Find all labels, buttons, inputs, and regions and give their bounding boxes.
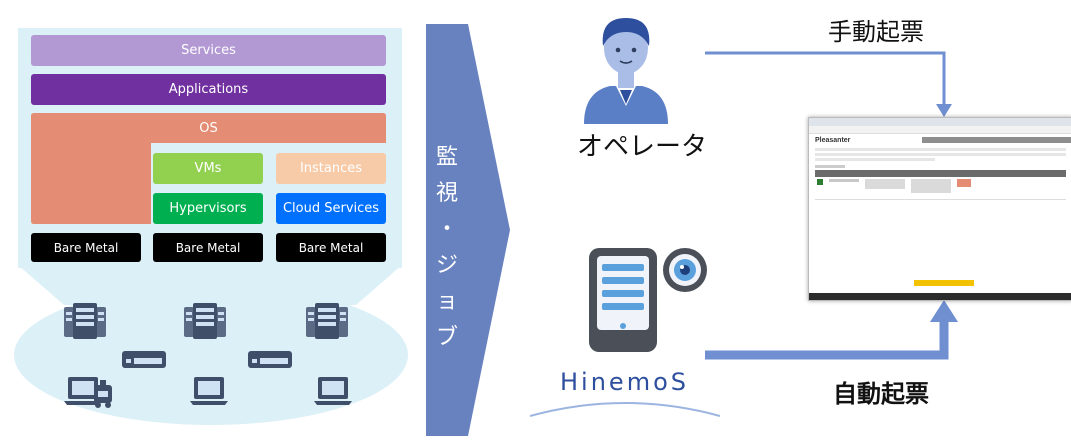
hinemos-server-icon <box>589 248 707 352</box>
hypervisors-layer: Hypervisors <box>153 193 263 224</box>
chevron-char: 視 <box>435 181 458 206</box>
cloud-services-layer: Cloud Services <box>276 193 386 224</box>
bare-metal-3: Bare Metal <box>276 233 386 262</box>
hinemos-logo: HinemoS <box>560 368 689 396</box>
chevron-char: ブ <box>435 325 458 350</box>
app-header: Pleasanter <box>809 134 1071 146</box>
chevron-char: ・ <box>435 217 458 242</box>
app-name: Pleasanter <box>815 136 851 144</box>
chevron-char: ジ <box>435 253 458 278</box>
os-label: OS <box>199 120 218 136</box>
monitoring-job-label: 監 視 ・ ジ ョ ブ <box>431 140 463 356</box>
grid-row <box>815 177 1066 200</box>
applications-layer: Applications <box>31 74 386 105</box>
services-layer: Services <box>31 35 386 66</box>
hinemos-logo-swoosh <box>530 402 720 417</box>
operator-label: オペレータ <box>577 132 708 162</box>
devices-group <box>64 303 352 408</box>
auto-arrow <box>705 318 949 360</box>
robot-icon <box>94 380 112 408</box>
app-footer <box>809 293 1071 300</box>
manual-ticket-label: 手動起票 <box>828 18 924 46</box>
pleasanter-browser-window: Pleasanter <box>808 117 1071 301</box>
auto-ticket-label: 自動起票 <box>833 380 929 408</box>
grid-header <box>815 170 1066 177</box>
bare-metal-1: Bare Metal <box>31 233 141 262</box>
instances-layer: Instances <box>276 153 386 184</box>
operator-icon <box>584 18 668 124</box>
command-buttons <box>914 280 974 286</box>
browser-tab-bar <box>809 118 1071 126</box>
manual-arrow <box>705 51 946 108</box>
os-layer-shape <box>31 113 386 224</box>
monitoring-job-chevron <box>426 24 510 436</box>
chevron-char: ョ <box>435 289 458 314</box>
chevron-char: 監 <box>435 145 458 170</box>
bare-metal-2: Bare Metal <box>153 233 263 262</box>
browser-address-bar <box>809 126 1071 134</box>
vms-layer: VMs <box>153 153 263 184</box>
